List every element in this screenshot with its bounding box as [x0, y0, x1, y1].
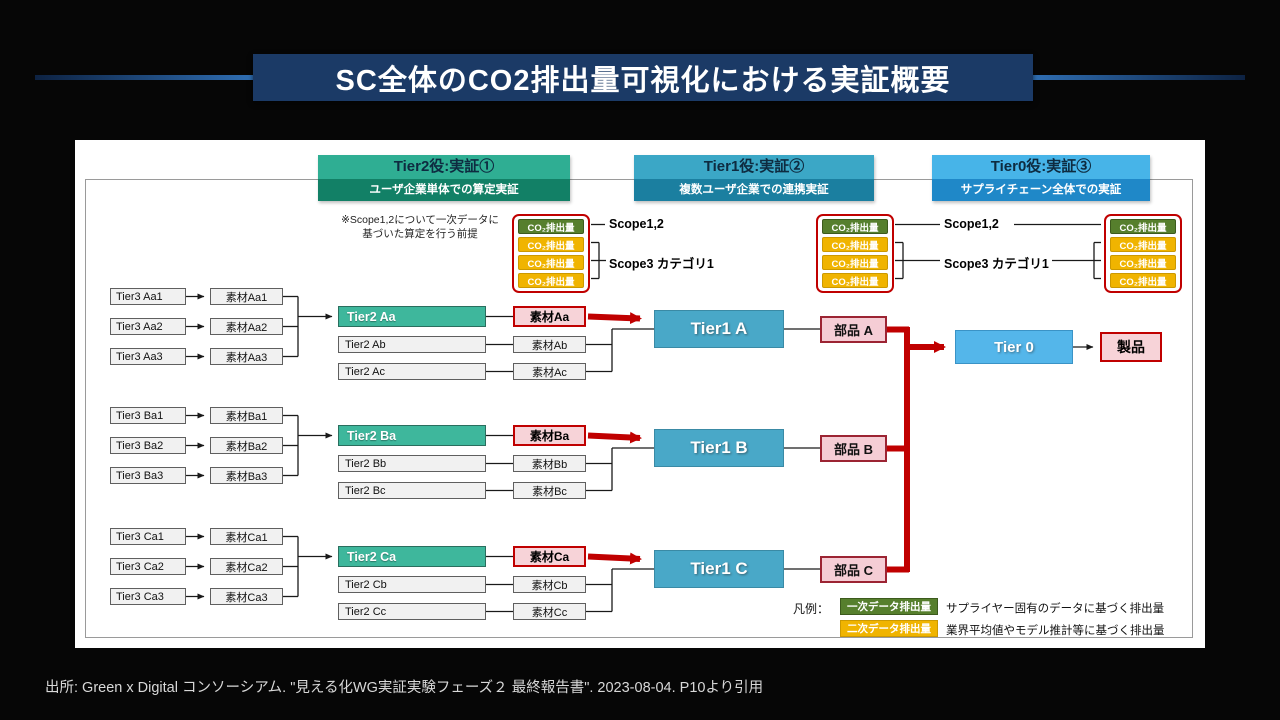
legend-chip-primary: 一次データ排出量 [840, 598, 938, 615]
material-box: 素材Cb [513, 576, 586, 593]
tier3-box: Tier3 Aa3 [110, 348, 186, 365]
legend-desc-secondary: 業界平均値やモデル推計等に基づく排出量 [946, 625, 1165, 637]
tier3-box: Tier3 Ca2 [110, 558, 186, 575]
material-box: 素材Ab [513, 336, 586, 353]
scope-note-line1: ※Scope1,2について一次データに [341, 214, 499, 226]
scope-note-line2: 基づいた算定を行う前提 [362, 228, 478, 241]
co2-badge-secondary: CO₂排出量 [822, 255, 888, 270]
tier3-box: Tier3 Ba3 [110, 467, 186, 484]
co2-badge-primary: CO₂排出量 [1110, 219, 1176, 234]
material-box-active: 素材Ba [513, 425, 586, 446]
material-box: 素材Bb [513, 455, 586, 472]
legend-chip-secondary: 二次データ排出量 [840, 620, 938, 637]
co2-badge-secondary: CO₂排出量 [822, 273, 888, 288]
tier3-box: Tier3 Ba2 [110, 437, 186, 454]
tier1-box: Tier1 A [654, 310, 784, 348]
material-box: 素材Ba3 [210, 467, 283, 484]
tier2-box-active: Tier2 Ca [338, 546, 486, 567]
co2-stack-tier2: CO₂排出量 CO₂排出量 CO₂排出量 CO₂排出量 [512, 214, 590, 293]
material-box: 素材Aa3 [210, 348, 283, 365]
material-box-active: 素材Ca [513, 546, 586, 567]
material-box: 素材Ba1 [210, 407, 283, 424]
material-box: 素材Ca1 [210, 528, 283, 545]
tier3-box: Tier3 Ca1 [110, 528, 186, 545]
tier1-box: Tier1 C [654, 550, 784, 588]
co2-badge-secondary: CO₂排出量 [1110, 237, 1176, 252]
header-tier2: Tier2役:実証① ユーザ企業単体での算定実証 [318, 155, 570, 201]
tier1-box: Tier1 B [654, 429, 784, 467]
tier2-box-active: Tier2 Aa [338, 306, 486, 327]
scope12-label-1: Scope1,2 [609, 217, 664, 231]
material-box: 素材Bc [513, 482, 586, 499]
tier3-box: Tier3 Ba1 [110, 407, 186, 424]
header-tier0: Tier0役:実証③ サプライチェーン全体での実証 [932, 155, 1150, 201]
header-subtitle: 複数ユーザ企業での連携実証 [634, 179, 874, 201]
material-box: 素材Ba2 [210, 437, 283, 454]
material-box: 素材Ca3 [210, 588, 283, 605]
tier2-box: Tier2 Cb [338, 576, 486, 593]
title-rule-right [1033, 75, 1245, 80]
legend-desc-primary: サプライヤー固有のデータに基づく排出量 [946, 603, 1165, 615]
scope12-label-2: Scope1,2 [944, 217, 999, 231]
tier2-box: Tier2 Bc [338, 482, 486, 499]
material-box: 素材Aa1 [210, 288, 283, 305]
title-rule-left [35, 75, 253, 80]
tier3-box: Tier3 Ca3 [110, 588, 186, 605]
scope3-label-2: Scope3 カテゴリ1 [944, 257, 1049, 271]
tier0-box: Tier 0 [955, 330, 1073, 364]
tier2-box: Tier2 Ac [338, 363, 486, 380]
page-title: SC全体のCO2排出量可視化における実証概要 [253, 54, 1033, 101]
scope-note: ※Scope1,2について一次データに 基づいた算定を行う前提 [330, 213, 510, 241]
tier2-box: Tier2 Ab [338, 336, 486, 353]
co2-badge-secondary: CO₂排出量 [1110, 273, 1176, 288]
tier3-box: Tier3 Aa1 [110, 288, 186, 305]
material-box: 素材Cc [513, 603, 586, 620]
tier3-box: Tier3 Aa2 [110, 318, 186, 335]
legend-label: 凡例： [793, 602, 830, 616]
co2-badge-secondary: CO₂排出量 [518, 237, 584, 252]
material-box: 素材Ca2 [210, 558, 283, 575]
product-box: 製品 [1100, 332, 1162, 362]
co2-badge-primary: CO₂排出量 [822, 219, 888, 234]
co2-badge-secondary: CO₂排出量 [822, 237, 888, 252]
co2-stack-tier0: CO₂排出量 CO₂排出量 CO₂排出量 CO₂排出量 [1104, 214, 1182, 293]
material-box-active: 素材Aa [513, 306, 586, 327]
material-box: 素材Ac [513, 363, 586, 380]
co2-badge-primary: CO₂排出量 [518, 219, 584, 234]
tier2-box-active: Tier2 Ba [338, 425, 486, 446]
header-subtitle: ユーザ企業単体での算定実証 [318, 179, 570, 201]
tier2-box: Tier2 Bb [338, 455, 486, 472]
co2-badge-secondary: CO₂排出量 [1110, 255, 1176, 270]
co2-badge-secondary: CO₂排出量 [518, 273, 584, 288]
header-title: Tier0役:実証③ [932, 155, 1150, 179]
co2-stack-tier1: CO₂排出量 CO₂排出量 CO₂排出量 CO₂排出量 [816, 214, 894, 293]
scope3-label-1: Scope3 カテゴリ1 [609, 257, 714, 271]
material-box: 素材Aa2 [210, 318, 283, 335]
header-title: Tier2役:実証① [318, 155, 570, 179]
co2-badge-secondary: CO₂排出量 [518, 255, 584, 270]
part-box: 部品 A [820, 316, 887, 343]
source-citation: 出所: Green x Digital コンソーシアム. "見える化WG実証実験… [45, 680, 764, 696]
tier2-box: Tier2 Cc [338, 603, 486, 620]
header-title: Tier1役:実証② [634, 155, 874, 179]
header-subtitle: サプライチェーン全体での実証 [932, 179, 1150, 201]
part-box: 部品 C [820, 556, 887, 583]
part-box: 部品 B [820, 435, 887, 462]
header-tier1: Tier1役:実証② 複数ユーザ企業での連携実証 [634, 155, 874, 201]
